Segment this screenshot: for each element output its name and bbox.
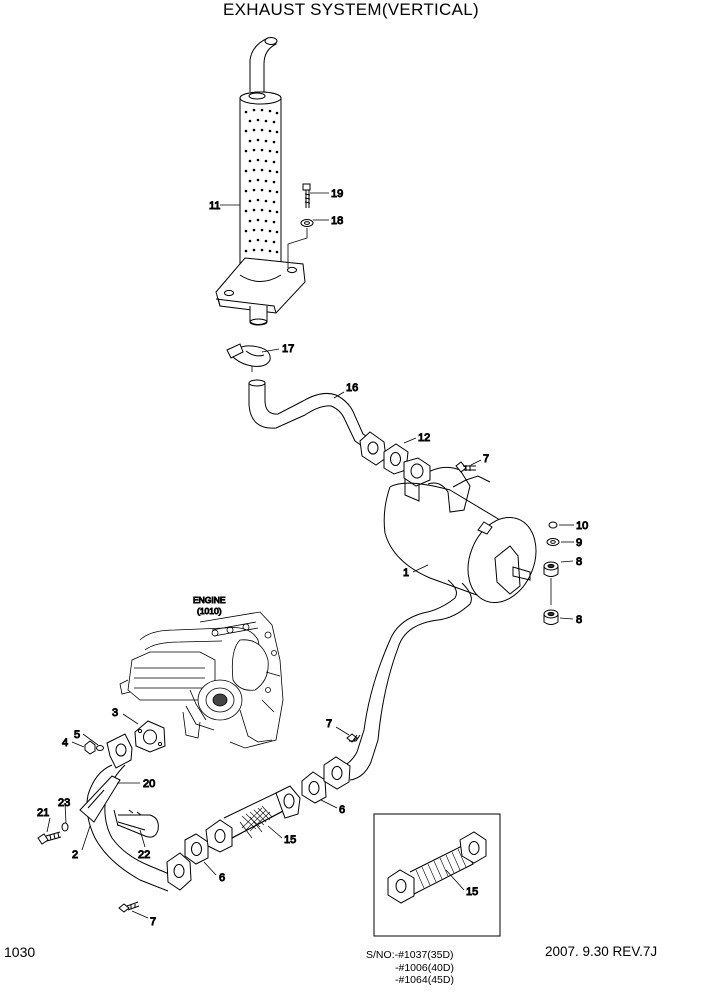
serial-numbers: S/NO:-#1037(35D) -#1006(40D) -#1064(45D): [366, 949, 454, 987]
callout-16: 16: [346, 382, 358, 394]
washer-part-23: [61, 822, 69, 832]
bellows-mesh: [241, 805, 273, 832]
callout-8-upper: 8: [576, 556, 582, 568]
callout-11: 11: [209, 200, 220, 212]
callout-20: 20: [143, 778, 155, 790]
bolt-part-21: [37, 831, 62, 845]
nut-part-4: [84, 740, 96, 755]
callout-5: 5: [74, 729, 80, 741]
callout-7-top: 7: [483, 453, 489, 465]
callout-23: 23: [58, 797, 70, 809]
serial-number-line: -#1006(40D): [395, 961, 454, 974]
callout-19: 19: [331, 188, 343, 200]
page-number: 1030: [4, 944, 36, 960]
callout-1: 1: [403, 567, 409, 579]
engine-reference-sketch: [119, 611, 284, 749]
callout-12: 12: [418, 432, 430, 444]
bolt-part-7-bottom: [118, 901, 140, 913]
bolt-part-19: [302, 183, 311, 208]
revision-date: 2007. 9.30 REV.7J: [545, 944, 658, 959]
callout-15: 15: [284, 834, 296, 846]
inset-detail-box: [373, 813, 501, 937]
callout-7-bottom: 7: [150, 916, 156, 928]
clamp-part-17: [226, 343, 271, 372]
bolt-part-7-middle: [346, 733, 361, 743]
nut-part-10: [548, 521, 558, 529]
mount-part-8-lower: [543, 609, 559, 625]
serial-number-line: S/NO:-#1037(35D): [366, 949, 454, 961]
pipe-part-2: [79, 733, 192, 892]
leader-lines: [46, 192, 574, 919]
callout-15-inset: 15: [466, 886, 478, 898]
callout-10: 10: [576, 520, 588, 532]
pipe-flange-lower: [323, 756, 351, 790]
callout-labels: 11 19 18 17 16 12 7 10 9 8 8 1 ENGINE (1…: [37, 188, 589, 929]
pipe-part-16: [248, 379, 387, 466]
washer-part-9: [546, 538, 560, 546]
gasket-part-12: [383, 443, 409, 475]
gasket-part-6-left: [184, 833, 209, 865]
muffler-part-1: [337, 457, 537, 781]
callout-17: 17: [282, 343, 294, 355]
flex-pipe-part-15: [205, 785, 301, 853]
mount-part-8-upper: [543, 561, 559, 577]
washer-part-18: [300, 219, 314, 227]
callout-21: 21: [37, 807, 49, 819]
callout-6-right: 6: [339, 804, 345, 816]
callout-7-middle: 7: [326, 718, 332, 730]
u-bolt-part-22: [113, 809, 159, 838]
callout-4: 4: [62, 737, 68, 749]
engine-label: ENGINE: [193, 595, 226, 605]
gasket-part-6-right: [301, 771, 327, 804]
callout-18: 18: [331, 215, 343, 227]
stack-pipe-part-11: [215, 37, 306, 326]
callout-9: 9: [576, 537, 582, 549]
callout-8-lower: 8: [576, 614, 582, 626]
serial-number-line: -#1064(45D): [395, 974, 454, 986]
assembly-line: [287, 228, 308, 268]
callout-3: 3: [112, 707, 118, 719]
callout-2: 2: [72, 849, 78, 861]
page-title: EXHAUST SYSTEM(VERTICAL): [223, 0, 479, 19]
bolt-part-7-top: [455, 461, 476, 473]
washer-part-5: [96, 745, 104, 751]
engine-ref-number: (1010): [197, 606, 222, 616]
callout-22: 22: [138, 849, 150, 861]
callout-6-left: 6: [219, 872, 225, 884]
gasket-part-3: [134, 720, 166, 753]
